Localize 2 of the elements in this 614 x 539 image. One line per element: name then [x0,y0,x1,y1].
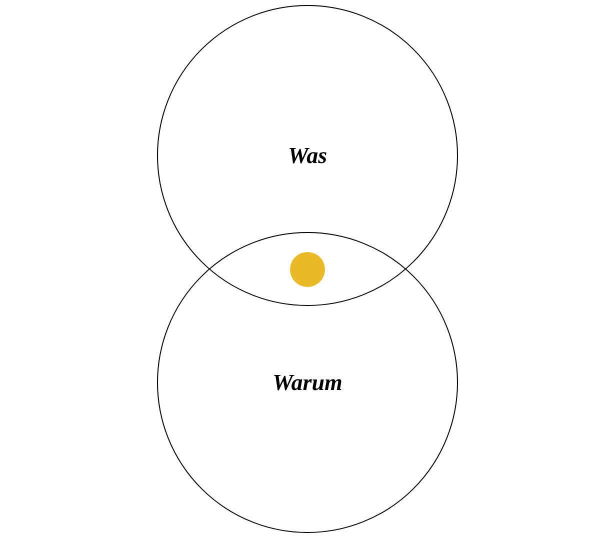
circle-label: Was [288,144,328,167]
circle-label: Warum [272,371,342,394]
